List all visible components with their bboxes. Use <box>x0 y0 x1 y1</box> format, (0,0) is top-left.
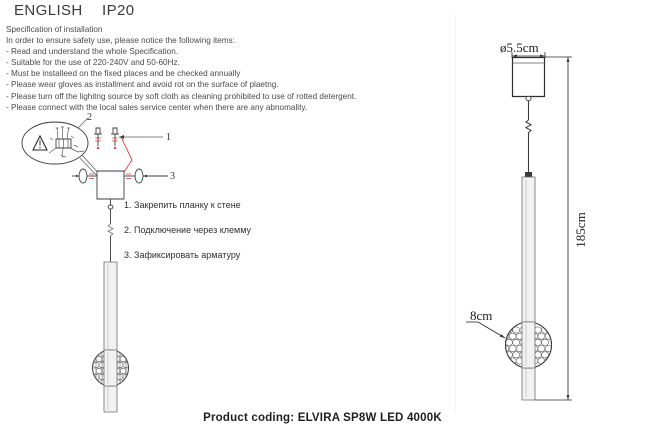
screw-icon <box>111 128 119 149</box>
canopy-diameter-label: ø5.5cm <box>500 40 539 55</box>
sphere-diameter-label: 8cm <box>470 308 492 323</box>
specification-item: - Must be installeed on the fixed places… <box>6 69 241 79</box>
screw-icon <box>94 128 102 149</box>
specification-item: - Please connect with the local sales se… <box>6 102 308 112</box>
canopy-box-right <box>513 58 545 97</box>
specification-block: Specification of installation In order t… <box>6 24 406 113</box>
specification-item: - Please turn off the lighitng source by… <box>6 91 357 101</box>
document-header: ENGLISH IP20 <box>14 2 314 22</box>
bracket-leader-line <box>121 137 132 172</box>
specification-intro: In order to ensure safety use, please no… <box>6 36 235 46</box>
total-length-label: 185cm <box>573 212 588 247</box>
callout-2-label: 2 <box>87 112 92 123</box>
installation-step: 2. Подключение через клемму <box>124 225 251 235</box>
callout-3-label: 3 <box>170 171 175 182</box>
specification-item: - Suitable for the use of 220-240V and 5… <box>6 58 180 68</box>
fixing-screw-right <box>124 169 168 183</box>
detail-magnifier-group <box>22 118 101 179</box>
specification-item: - Please wear gloves as installment and … <box>6 80 279 90</box>
ip-rating-label: IP20 <box>102 2 135 19</box>
tube-front-right <box>522 322 535 368</box>
installation-step: 3. Зафиксировать арматуру <box>124 250 241 260</box>
installation-steps-list: 1. Закрепить планку к стене 2. Подключен… <box>124 200 324 275</box>
total-length-dimension <box>535 57 572 400</box>
terminal-block-icon <box>49 127 84 157</box>
screw-pair-group <box>94 128 163 149</box>
warning-triangle-icon <box>33 136 47 150</box>
specification-item: - Read and understand the whole Specific… <box>6 47 179 57</box>
suspension-cable <box>108 199 113 262</box>
panel-divider <box>455 14 456 412</box>
language-label: ENGLISH <box>14 2 83 19</box>
specification-title: Specification of installation <box>6 25 103 34</box>
sphere-diameter-leader <box>466 322 505 338</box>
suspension-cable-right <box>525 96 532 177</box>
product-coding-label: Product coding: ELVIRA SP8W LED 4000K <box>203 412 442 424</box>
fixing-screw-left <box>72 169 97 183</box>
callout-1-label: 1 <box>166 132 171 143</box>
installation-step: 1. Закрепить планку к стене <box>124 200 241 210</box>
